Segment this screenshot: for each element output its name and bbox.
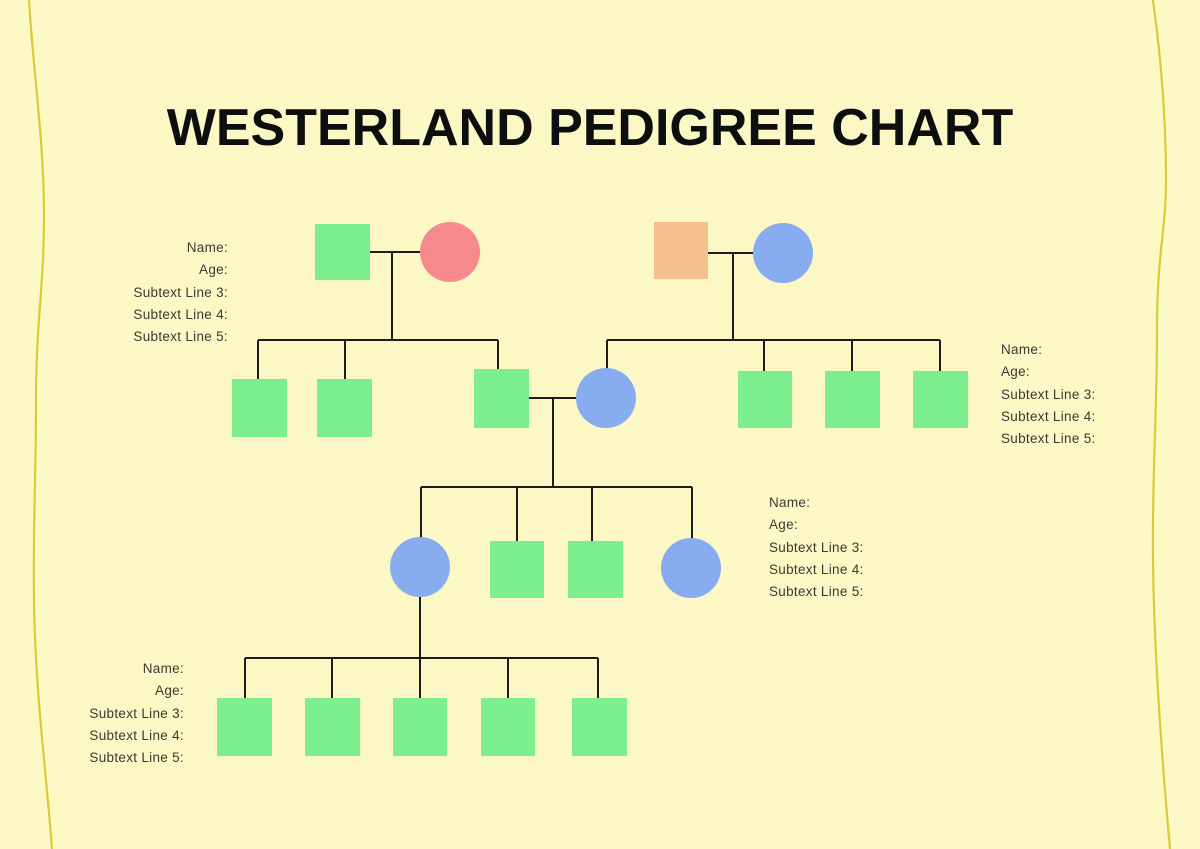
gen2-right-child-3[interactable] [913, 371, 968, 428]
subtext-4-label: Subtext Line 4: [769, 561, 864, 577]
gen3-child-2[interactable] [568, 541, 623, 598]
label-block-top-right: Name: Age: Subtext Line 3: Subtext Line … [1001, 339, 1096, 450]
subtext-3-label: Subtext Line 3: [1001, 386, 1096, 402]
decorative-wave-left [27, 0, 54, 849]
gen3-child-1[interactable] [490, 541, 544, 598]
age-label: Age: [1001, 364, 1030, 380]
gen4-child-3[interactable] [393, 698, 447, 756]
label-block-top-left: Name: Age: Subtext Line 3: Subtext Line … [133, 237, 228, 348]
gen2-right-child-1[interactable] [738, 371, 792, 428]
age-label: Age: [199, 262, 228, 278]
age-label: Age: [769, 517, 798, 533]
gen2-right-child-2[interactable] [825, 371, 880, 428]
subtext-5-label: Subtext Line 5: [89, 750, 184, 766]
gen2-left-child-1[interactable] [232, 379, 287, 437]
gen3-child-3[interactable] [661, 538, 721, 598]
name-label: Name: [1001, 342, 1043, 357]
name-label: Name: [142, 661, 184, 676]
subtext-3-label: Subtext Line 3: [133, 284, 228, 300]
gen4-child-5[interactable] [572, 698, 627, 756]
subtext-5-label: Subtext Line 5: [133, 329, 228, 345]
subtext-4-label: Subtext Line 4: [1001, 408, 1096, 424]
gen4-child-4[interactable] [481, 698, 535, 756]
name-label: Name: [186, 240, 228, 255]
page-title: WESTERLAND PEDIGREE CHART [166, 99, 1014, 157]
gen2-left-child-2[interactable] [317, 379, 372, 437]
gen1-right-mother[interactable] [753, 223, 813, 283]
subtext-5-label: Subtext Line 5: [1001, 431, 1096, 447]
gen4-child-2[interactable] [305, 698, 360, 756]
gen4-child-1[interactable] [217, 698, 272, 756]
gen3-mother[interactable] [390, 537, 450, 597]
subtext-5-label: Subtext Line 5: [769, 584, 864, 600]
gen1-left-father[interactable] [315, 224, 370, 280]
gen1-left-mother[interactable] [420, 222, 480, 282]
gen2-mother[interactable] [576, 368, 636, 428]
subtext-4-label: Subtext Line 4: [133, 306, 228, 322]
subtext-3-label: Subtext Line 3: [769, 539, 864, 555]
subtext-4-label: Subtext Line 4: [89, 727, 184, 743]
name-label: Name: [769, 495, 811, 510]
label-block-middle-right: Name: Age: Subtext Line 3: Subtext Line … [769, 492, 864, 603]
age-label: Age: [155, 683, 184, 699]
gen1-right-father[interactable] [654, 222, 708, 279]
subtext-3-label: Subtext Line 3: [89, 705, 184, 721]
label-block-bottom-left: Name: Age: Subtext Line 3: Subtext Line … [89, 658, 184, 769]
decorative-wave-right [1151, 0, 1172, 849]
gen2-father[interactable] [474, 369, 529, 428]
